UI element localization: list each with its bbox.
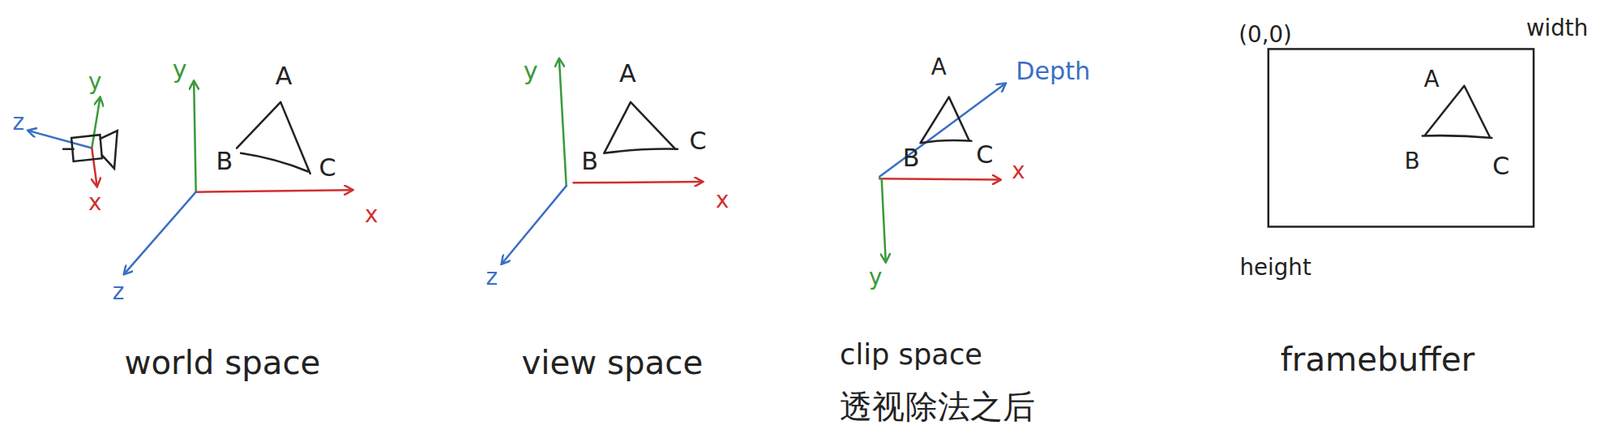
axis-label: A (931, 55, 947, 79)
axis-label: B (216, 149, 234, 174)
axis-label: z (486, 266, 499, 290)
axis-label: x (364, 204, 378, 227)
space-caption: clip space (839, 340, 983, 369)
axis-label: (0,0) (1238, 23, 1292, 47)
space-caption: view space (521, 346, 703, 379)
axis-label: width (1526, 17, 1588, 40)
axis-label: B (1404, 149, 1421, 173)
axis-label: z (112, 280, 125, 304)
axis-label: B (902, 145, 920, 171)
axis-label: A (275, 64, 293, 89)
axis-label: C (689, 128, 707, 154)
axis-label: y (172, 56, 188, 82)
axis-label: y (88, 70, 102, 94)
axis-label: x (88, 192, 102, 215)
axis-label: height (1239, 256, 1311, 279)
axis-label: C (1492, 154, 1510, 179)
axis-label: Depth (1015, 59, 1091, 84)
axis-label: C (975, 142, 993, 167)
axis-label: B (581, 149, 599, 174)
axis-label: A (1424, 68, 1440, 91)
space-caption: framebuffer (1280, 342, 1476, 376)
space-caption: world space (124, 346, 321, 379)
axis-label: A (619, 61, 637, 86)
axis-label: C (319, 154, 337, 180)
axis-label: x (1011, 160, 1025, 184)
axis-label: z (12, 111, 25, 134)
axis-label: x (715, 188, 729, 212)
axis-label: y (523, 59, 539, 84)
axis-label: y (868, 266, 882, 290)
space-caption: 透视除法之后 (839, 389, 1036, 423)
